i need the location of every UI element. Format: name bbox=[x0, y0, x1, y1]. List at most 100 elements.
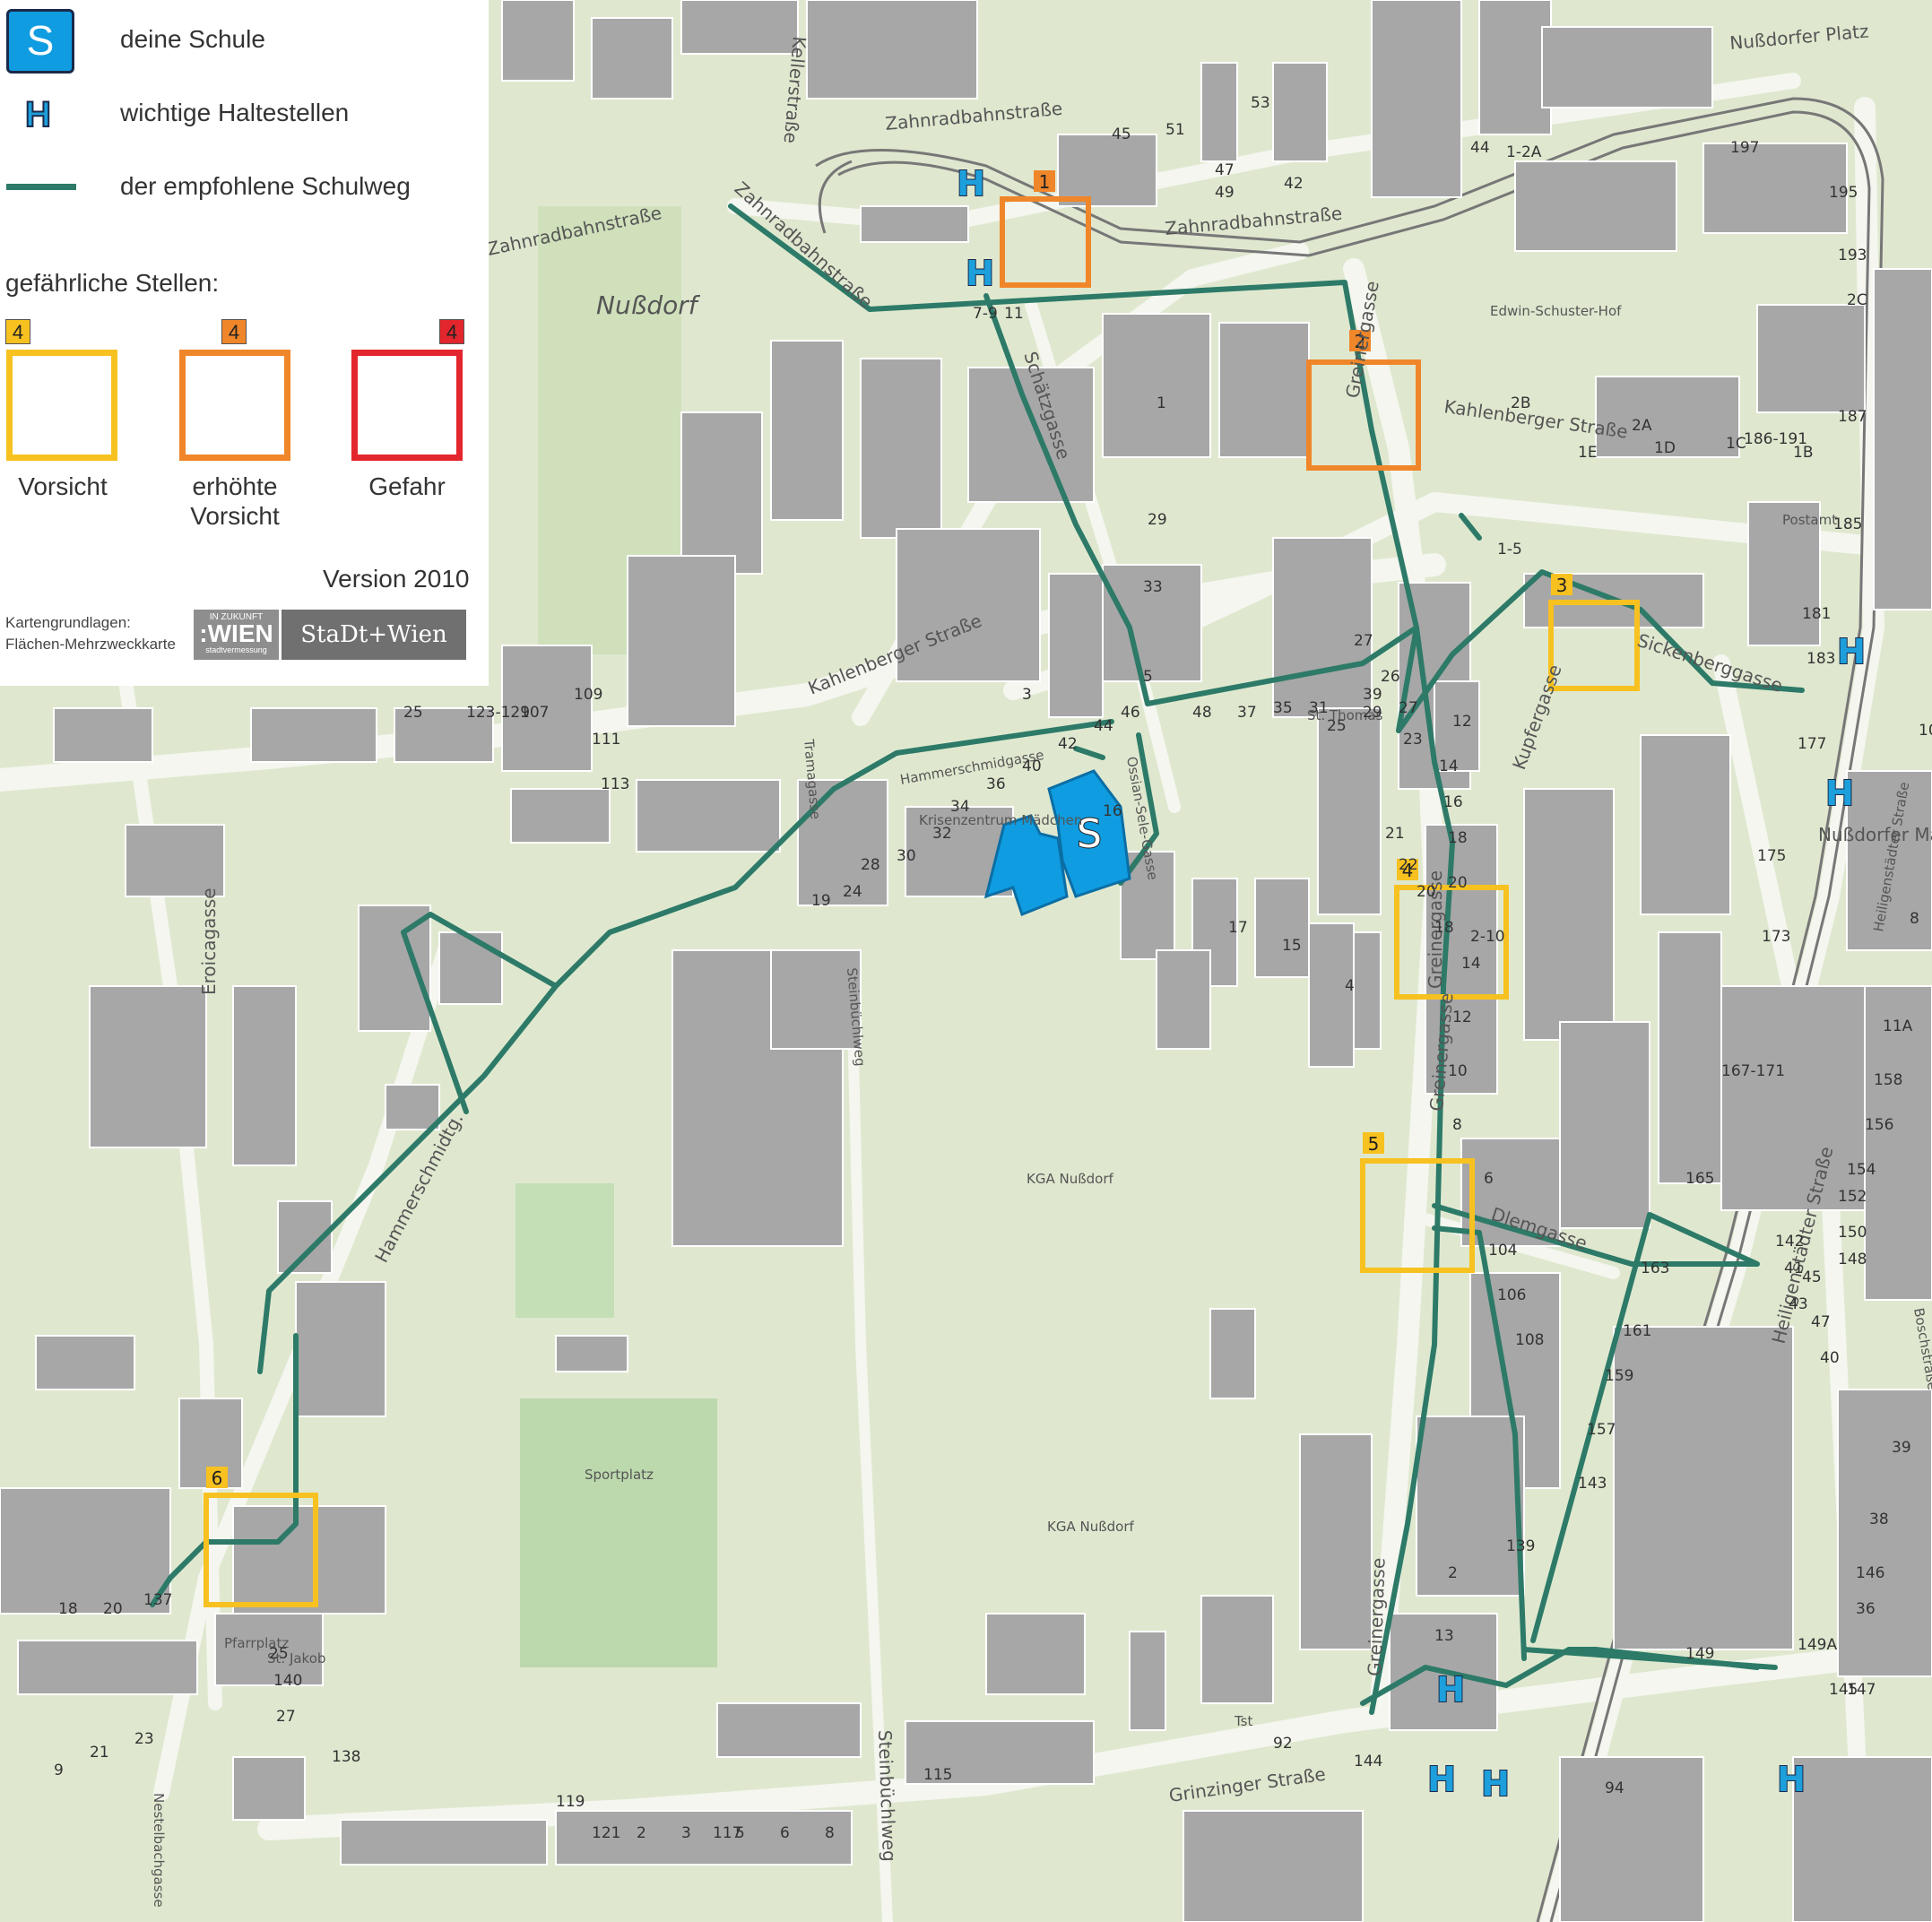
house-number: 146 bbox=[1856, 1564, 1884, 1582]
house-number: 181 bbox=[1802, 605, 1831, 623]
house-number: 14 bbox=[1439, 758, 1459, 775]
danger-square-vorsicht bbox=[6, 350, 117, 461]
house-number: 19 bbox=[811, 892, 831, 910]
railway bbox=[815, 97, 1884, 1922]
house-number: 145 bbox=[1829, 1681, 1858, 1699]
stop-icon: H bbox=[1481, 1764, 1510, 1804]
danger-spot-5: 5 bbox=[1360, 1132, 1475, 1273]
house-number: 107 bbox=[520, 704, 549, 722]
house-number: 156 bbox=[1865, 1116, 1893, 1134]
house-number: 2-10 bbox=[1470, 928, 1505, 946]
house-number: 148 bbox=[1838, 1251, 1867, 1268]
house-number: 140 bbox=[273, 1672, 302, 1690]
house-number: 30 bbox=[897, 847, 916, 865]
house-number: 17 bbox=[1228, 919, 1248, 937]
house-number: 138 bbox=[332, 1748, 360, 1766]
house-number: 45 bbox=[1112, 126, 1131, 143]
house-number: 175 bbox=[1757, 847, 1786, 865]
house-number: 108 bbox=[1515, 1331, 1544, 1349]
house-number: 18 bbox=[1448, 829, 1468, 847]
house-number: 149 bbox=[1685, 1645, 1714, 1663]
legend-panel: S deine Schule H wichtige Haltestellen d… bbox=[0, 0, 489, 686]
house-number: 3 bbox=[681, 1824, 691, 1842]
svg-text:Eroicagasse: Eroicagasse bbox=[198, 887, 220, 995]
house-number: 16 bbox=[1443, 793, 1463, 811]
house-number: 18 bbox=[58, 1600, 78, 1618]
house-number: 7-9 bbox=[973, 305, 998, 323]
house-number: 40 bbox=[1820, 1349, 1840, 1367]
house-number: 1C bbox=[1726, 435, 1746, 453]
bus-stops: H H H H H H H H bbox=[956, 163, 1867, 1805]
house-number: 14 bbox=[1461, 955, 1481, 973]
place-label: St. Thomas bbox=[1307, 707, 1383, 723]
house-number: 45 bbox=[1802, 1268, 1822, 1286]
svg-text:6: 6 bbox=[212, 1467, 223, 1489]
place-label: KGA Nußdorf bbox=[1047, 1519, 1135, 1535]
house-number: 161 bbox=[1623, 1322, 1651, 1340]
house-number: 177 bbox=[1798, 735, 1826, 753]
version-label: Version 2010 bbox=[323, 565, 470, 593]
house-number: 159 bbox=[1605, 1367, 1633, 1385]
house-number: 28 bbox=[861, 856, 880, 874]
house-number: 173 bbox=[1762, 928, 1790, 946]
place-label: Nußdorf bbox=[596, 290, 701, 320]
house-number: 13 bbox=[1434, 1627, 1454, 1645]
house-number: 8 bbox=[825, 1824, 835, 1842]
house-number: 158 bbox=[1874, 1071, 1902, 1089]
stop-icon: H bbox=[1825, 774, 1854, 813]
legend-gefahr-label: Gefahr bbox=[368, 472, 446, 500]
stop-icon: H bbox=[1436, 1670, 1465, 1710]
house-number: 22 bbox=[1399, 856, 1418, 874]
house-number: 152 bbox=[1838, 1188, 1867, 1206]
house-number: 1D bbox=[1654, 439, 1676, 457]
house-number: 38 bbox=[1869, 1511, 1889, 1528]
house-number: 154 bbox=[1847, 1161, 1876, 1179]
house-number: 29 bbox=[1363, 704, 1382, 722]
badge-erhoehte-vorsicht: 4 bbox=[221, 319, 247, 344]
house-number: 49 bbox=[1215, 184, 1235, 202]
danger-spot-1: 1 bbox=[1000, 170, 1091, 288]
house-number: 115 bbox=[923, 1766, 952, 1784]
house-number: 197 bbox=[1730, 139, 1759, 157]
svg-text:2: 2 bbox=[1355, 331, 1366, 352]
house-number: 44 bbox=[1094, 717, 1113, 735]
badge-vorsicht: 4 bbox=[5, 319, 30, 344]
wien-logo: IN ZUKUNFT :WIEN stadtvermessung bbox=[194, 610, 279, 660]
svg-text:4: 4 bbox=[1402, 860, 1414, 881]
place-label: Nußdorfer Markt bbox=[1818, 824, 1932, 845]
house-number: 187 bbox=[1838, 408, 1867, 426]
route-line-icon bbox=[6, 184, 76, 190]
house-number: 29 bbox=[1148, 511, 1167, 529]
house-number: 2A bbox=[1632, 417, 1652, 435]
legend-route-label: der empfohlene Schulweg bbox=[120, 172, 411, 200]
house-number: 23 bbox=[1403, 731, 1423, 749]
house-number: 25 bbox=[269, 1645, 289, 1663]
house-number: 137 bbox=[143, 1591, 172, 1609]
house-number: 37 bbox=[1237, 704, 1257, 722]
house-number: 123-129 bbox=[466, 704, 530, 722]
stadt-wien-logo: StaDt+Wien bbox=[282, 610, 466, 660]
house-number: 142 bbox=[1775, 1233, 1804, 1251]
house-number: 21 bbox=[1385, 825, 1405, 843]
house-number: 195 bbox=[1829, 184, 1858, 202]
house-number: 3 bbox=[1022, 686, 1032, 704]
house-number: 2B bbox=[1511, 394, 1530, 412]
house-number: 18 bbox=[1434, 919, 1454, 937]
house-number: 25 bbox=[1327, 717, 1347, 735]
house-number: 147 bbox=[1847, 1681, 1876, 1699]
svg-text:1: 1 bbox=[1039, 171, 1051, 193]
house-number: 1-2A bbox=[1506, 143, 1542, 161]
school-building[interactable]: S bbox=[983, 769, 1131, 916]
house-number: 39 bbox=[1892, 1439, 1911, 1457]
danger-spot-4: 4 bbox=[1394, 859, 1509, 1000]
house-number: 20 bbox=[103, 1600, 123, 1618]
house-number: 92 bbox=[1273, 1735, 1293, 1753]
house-number: 11 bbox=[1004, 305, 1024, 323]
house-number: 42 bbox=[1284, 175, 1304, 193]
school-label: S bbox=[1077, 811, 1102, 857]
school-icon: S bbox=[6, 9, 74, 74]
svg-text:Greinergasse: Greinergasse bbox=[1364, 1557, 1390, 1676]
house-number: 5 bbox=[1143, 668, 1153, 686]
house-number: 40 bbox=[1022, 758, 1042, 775]
